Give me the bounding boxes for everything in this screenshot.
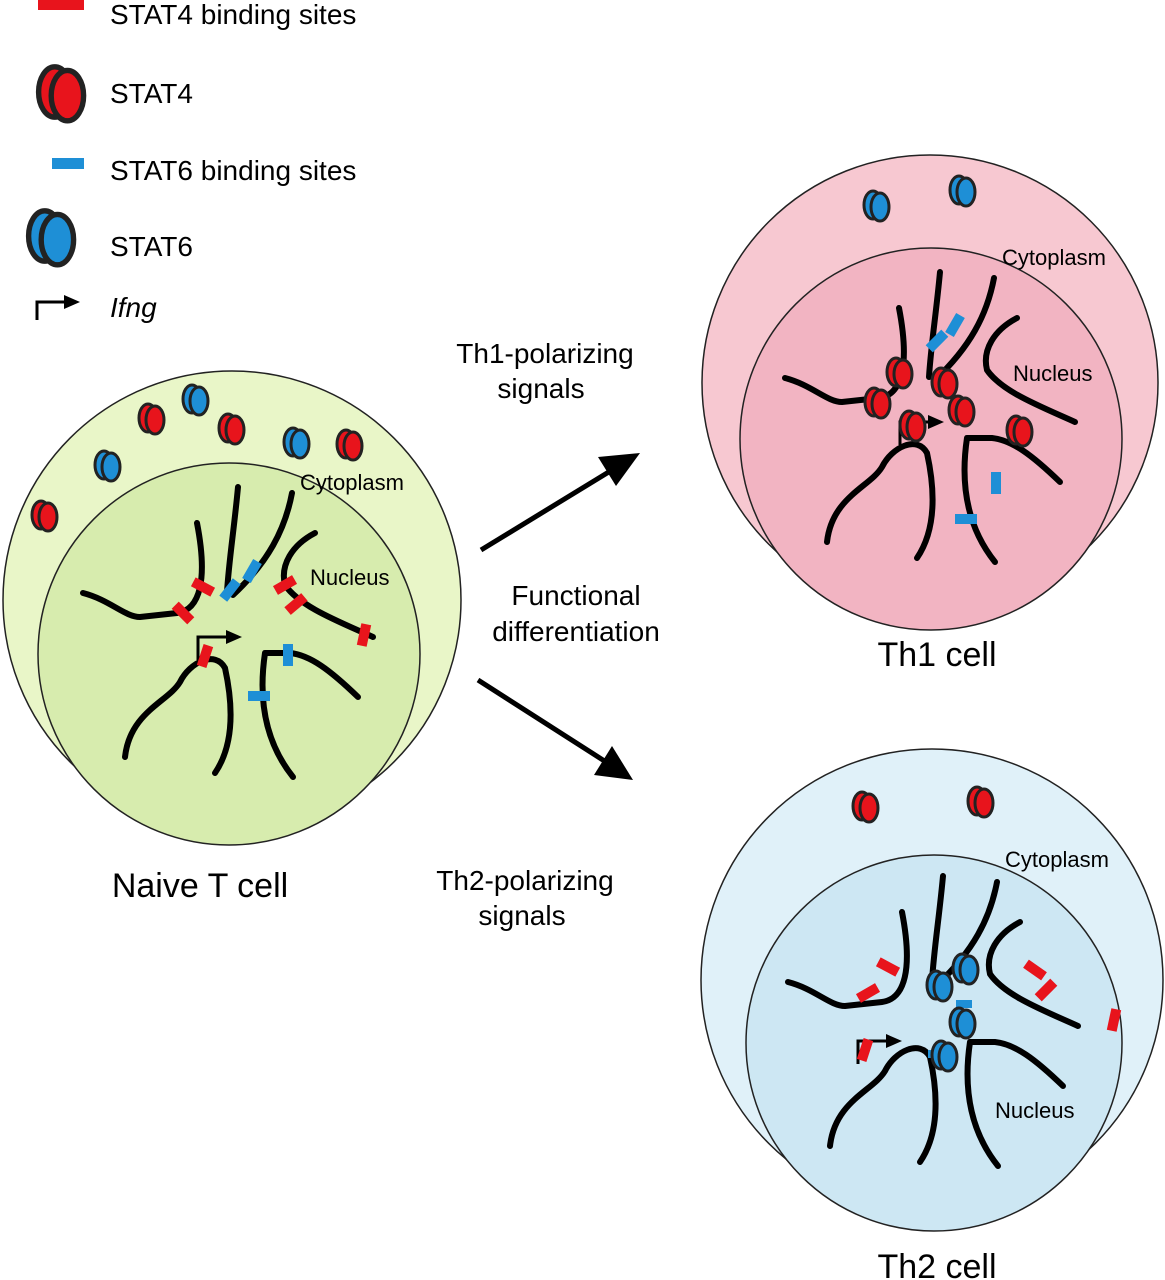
th2-nucleus <box>745 854 1123 1232</box>
legend-stat4: STAT4 <box>110 78 193 109</box>
stat4-dimer-legend-icon <box>39 67 84 121</box>
th1-nucleus-label: Nucleus <box>1013 361 1092 386</box>
naive-stat4-sites <box>171 575 372 669</box>
th2-cell-title: Th2 cell <box>877 1248 996 1280</box>
promoter-arrow-legend-icon <box>35 295 80 320</box>
th2-signals-line2: signals <box>478 900 565 931</box>
functional-line2: differentiation <box>492 616 660 647</box>
functional-line1: Functional <box>511 580 640 611</box>
naive-cell-title: Naive T cell <box>112 867 288 905</box>
th2-differentiation-arrow <box>476 677 633 780</box>
legend-stat6-sites: STAT6 binding sites <box>110 155 356 186</box>
th2-cytoplasm-label: Cytoplasm <box>1005 847 1109 872</box>
naive-t-cell: Cytoplasm Nucleus Naive T cell <box>2 370 462 905</box>
naive-nucleus <box>37 462 421 846</box>
th2-signals-line1: Th2-polarizing <box>436 865 613 896</box>
th2-nucleus-label: Nucleus <box>995 1098 1074 1123</box>
th1-cytoplasm-label: Cytoplasm <box>1002 245 1106 270</box>
th1-signals-line2: signals <box>497 373 584 404</box>
stat6-dimer-legend-icon <box>29 211 74 265</box>
th1-stat6-sites <box>925 312 1001 524</box>
legend-ifng: Ifng <box>110 292 157 323</box>
th1-nucleus <box>739 247 1123 631</box>
th2-stat4-sites <box>855 957 1122 1063</box>
stat4-site-legend-icon <box>38 0 84 10</box>
legend-stat4-sites: STAT4 binding sites <box>110 0 356 30</box>
th2-cell: Cytoplasm Nucleus Th2 cell <box>700 748 1164 1280</box>
naive-cytoplasm-label: Cytoplasm <box>300 470 404 495</box>
legend: STAT4 binding sites STAT4 STAT6 binding … <box>29 0 356 323</box>
th1-cell-title: Th1 cell <box>877 636 996 674</box>
th1-differentiation-arrow <box>479 453 640 553</box>
th1-signals-line1: Th1-polarizing <box>456 338 633 369</box>
th1-cell: Cytoplasm Nucleus Th1 cell <box>701 154 1159 674</box>
stat6-site-legend-icon <box>52 158 84 169</box>
naive-stat6-sites <box>219 558 293 701</box>
naive-nucleus-label: Nucleus <box>310 565 389 590</box>
legend-stat6: STAT6 <box>110 231 193 262</box>
